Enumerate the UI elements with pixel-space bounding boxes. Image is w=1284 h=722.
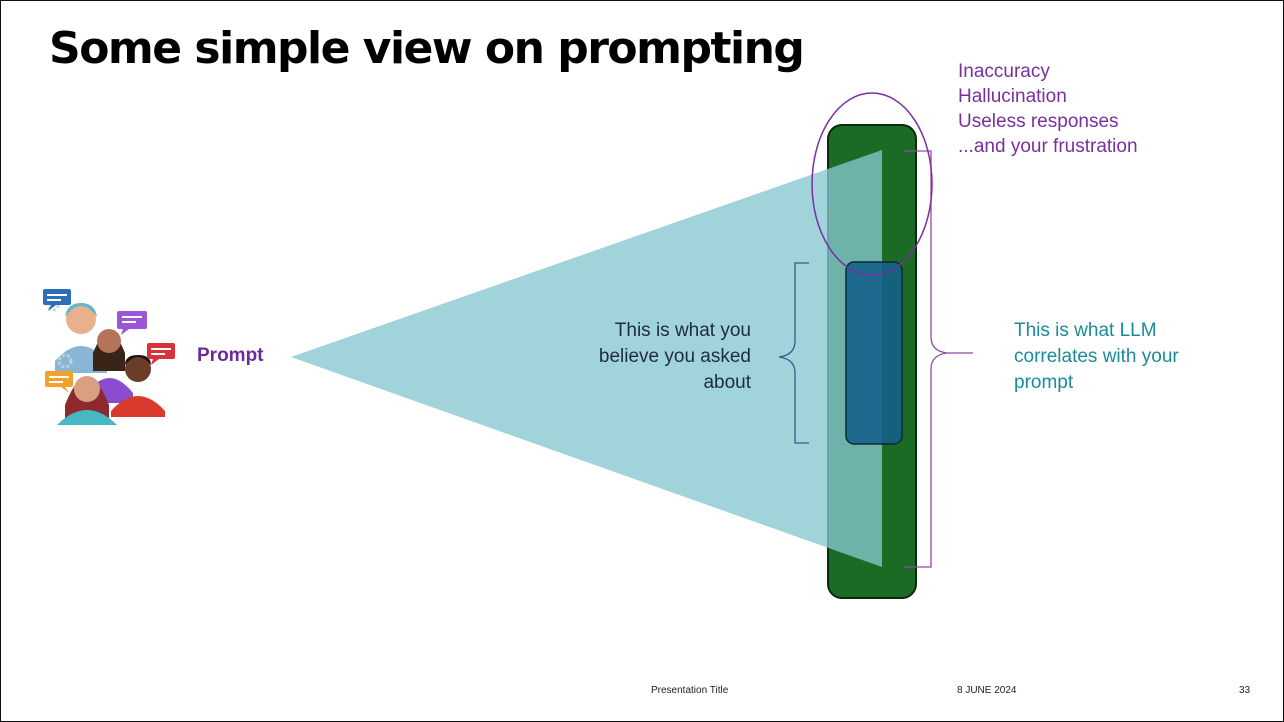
belief-text: This is what you believe you asked about (598, 320, 751, 393)
footer-title: Presentation Title (651, 685, 729, 696)
llm-brace (904, 150, 973, 568)
belief-box (845, 261, 903, 445)
llm-text: This is what LLM correlates with your pr… (1014, 320, 1179, 393)
slide-title: Some simple view on prompting (49, 23, 805, 74)
footer-page-number: 33 (1239, 685, 1251, 696)
belief-brace (778, 262, 809, 444)
prompt-cone (291, 150, 882, 567)
issues-list: Inaccuracy Hallucination Useless respons… (958, 59, 1138, 159)
prompt-label: Prompt (197, 345, 264, 366)
footer-date: 8 JUNE 2024 (957, 685, 1017, 696)
issue-item: Useless responses (958, 111, 1119, 132)
issue-item: Inaccuracy (958, 61, 1050, 82)
issues-ellipse (811, 92, 933, 276)
issue-item: Hallucination (958, 86, 1067, 107)
people-chat-icon (43, 289, 175, 425)
issue-item: ...and your frustration (958, 136, 1138, 157)
